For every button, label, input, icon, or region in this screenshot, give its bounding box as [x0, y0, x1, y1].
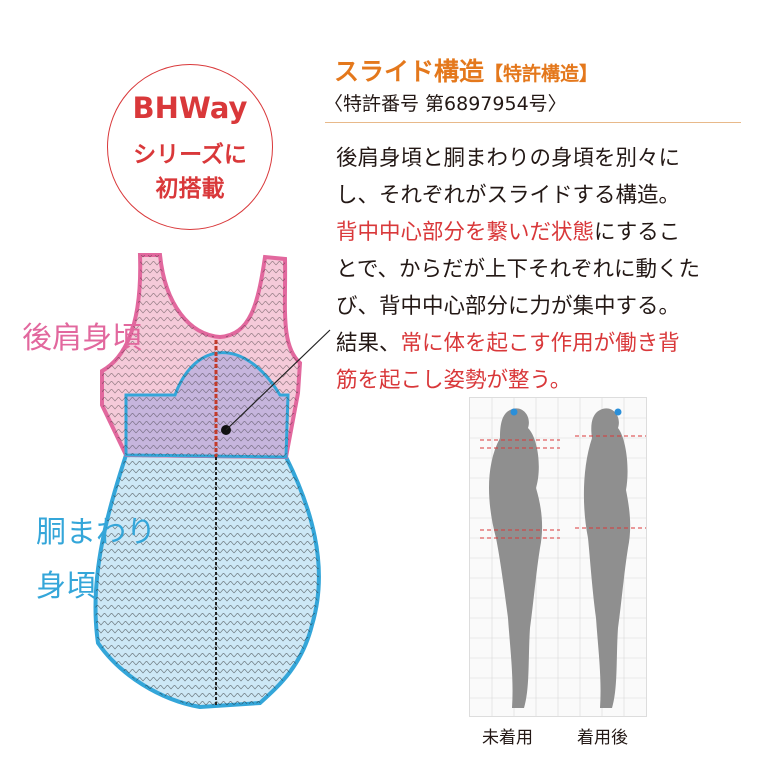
posture-comparison-image [469, 397, 647, 717]
garment-illustration [93, 253, 331, 710]
label-waist-line-1: 胴まわり [36, 515, 156, 550]
desc-line: 結果、常に体を起こす作用が働き背 [336, 325, 756, 362]
caption-after: 着用後 [577, 728, 628, 748]
figure-after [583, 408, 631, 708]
desc-text: 結果、 [336, 331, 401, 356]
caption-before: 未着用 [482, 728, 533, 748]
desc-line: 後肩身頃と胴まわりの身頃を別々に [336, 146, 681, 171]
desc-line: 筋を起こし姿勢が整う。 [336, 362, 756, 399]
badge-line-3: 初搭載 [155, 176, 225, 202]
bhway-badge: BHWay シリーズに 初搭載 [107, 64, 273, 230]
leader-line [225, 329, 331, 431]
desc-line: とで、からだが上下それぞれに動くた [336, 257, 700, 282]
figure-before [489, 408, 543, 708]
label-waist-line-2: 身頃 [36, 569, 96, 604]
desc-highlight: 常に体を起こす作用が働き背 [400, 331, 680, 356]
desc-highlight: 筋を起こし姿勢が整う。 [336, 368, 572, 393]
heading-divider [325, 122, 741, 123]
badge-line-2: シリーズに [133, 142, 247, 168]
description-text: 後肩身頃と胴まわりの身頃を別々に し、それぞれがスライドする構造。 背中中心部分… [336, 140, 756, 399]
desc-line: び、背中中心部分に力が集中する。 [336, 294, 681, 319]
desc-highlight: 背中中心部分を繋いだ状態 [336, 220, 595, 245]
desc-line: し、それぞれがスライドする構造。 [336, 183, 681, 208]
title-main: スライド構造 [334, 57, 485, 86]
label-shoulder: 後肩身頃 [22, 321, 142, 356]
feature-title: スライド構造【特許構造】 [334, 52, 598, 88]
title-tag: 【特許構造】 [484, 63, 599, 85]
badge-line-1: BHWay [132, 91, 248, 125]
patent-number: 〈特許番号 第6897954号〉 [324, 93, 567, 115]
desc-text: にするこ [594, 220, 681, 245]
desc-line: 背中中心部分を繋いだ状態にするこ [336, 214, 756, 251]
